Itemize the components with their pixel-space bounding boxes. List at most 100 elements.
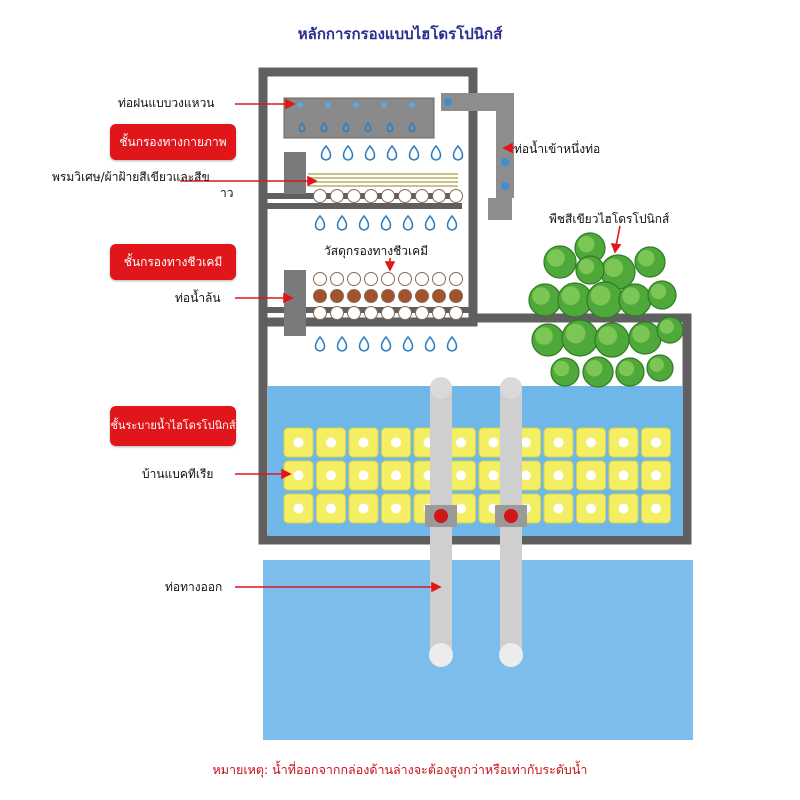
footnote: หมายเหตุ: น้ำที่ออกจากกล่องด้านล่างจะต้อ…: [212, 762, 588, 777]
water-drop: [402, 335, 414, 352]
cube-hole: [488, 437, 499, 448]
filter-ball: [398, 306, 412, 320]
water-drop: [424, 335, 436, 352]
diagram-title: หลักการกรองแบบไฮโดรโปนิกส์: [297, 25, 503, 43]
cube-hole: [488, 470, 499, 481]
filter-ball: [398, 289, 412, 303]
water-drop: [446, 335, 458, 352]
plant-leaf-highlight: [618, 360, 635, 377]
filter-ball: [415, 306, 429, 320]
label-biochem-media: วัสดุกรองทางชีวเคมี: [324, 244, 429, 258]
cube-hole: [293, 470, 304, 481]
filter-ball: [313, 189, 327, 203]
filter-ball: [381, 189, 395, 203]
water-drop: [452, 144, 464, 161]
water-drops-top: [298, 121, 464, 161]
filter-ball: [415, 272, 429, 286]
water-drop: [408, 121, 416, 133]
plant-leaf-highlight: [547, 249, 565, 267]
filter-ball: [449, 189, 463, 203]
cube-hole: [618, 437, 629, 448]
water-drop: [446, 214, 458, 231]
label-arrows: [180, 98, 622, 593]
water-drop: [320, 144, 332, 161]
filter-ball: [364, 289, 378, 303]
water-drop: [386, 121, 394, 133]
label-filter-cotton-line1: พรมวิเศษ/ผ้าฝ้ายสีเขียวและสีข: [52, 170, 210, 184]
water-drop: [358, 335, 370, 352]
cube-hole: [521, 437, 531, 448]
cube-hole: [651, 503, 661, 514]
cube-hole: [586, 437, 596, 448]
filter-ball: [313, 289, 327, 303]
cube-hole: [391, 437, 401, 448]
plant-leaf-highlight: [638, 250, 655, 267]
label-physical-layer: ชั้นกรองทางกายภาพ: [110, 124, 236, 160]
cube-hole: [456, 437, 466, 448]
label-spray-pipe: ท่อฝนแบบวงแหวน: [118, 96, 215, 110]
filter-ball: [449, 289, 463, 303]
water-drop: [380, 214, 392, 231]
plant-leaf-highlight: [622, 287, 640, 305]
water-drop: [342, 121, 350, 133]
spray-bar-holes: [297, 102, 415, 108]
filter-ball: [432, 289, 446, 303]
water-drops-bottom: [314, 335, 458, 352]
filter-ball: [330, 306, 344, 320]
water-drop: [380, 335, 392, 352]
plant-leaf-highlight: [578, 258, 595, 275]
filter-ball: [347, 306, 361, 320]
filter-ball: [330, 272, 344, 286]
cube-hole: [456, 503, 466, 514]
cube-hole: [293, 437, 304, 448]
spray-bar: [283, 97, 435, 139]
water-drop: [336, 214, 348, 231]
cube-hole: [326, 470, 336, 481]
water-drop: [298, 121, 306, 133]
water-drop: [364, 121, 372, 133]
label-overflow-pipe: ท่อน้ำล้น: [175, 291, 221, 305]
cube-hole: [326, 437, 336, 448]
water-drop: [430, 144, 442, 161]
filter-ball: [449, 272, 463, 286]
filter-ball: [449, 306, 463, 320]
cube-hole: [521, 470, 531, 481]
label-biochem-layer: ชั้นกรองทางชีวเคมี: [110, 244, 236, 280]
water-drop: [386, 144, 398, 161]
plant-leaf-highlight: [632, 325, 650, 343]
plant-leaf-highlight: [586, 360, 603, 377]
cube-hole: [651, 470, 661, 481]
cube-hole: [391, 470, 401, 481]
plant-leaf-highlight: [561, 286, 581, 306]
cube-hole: [651, 437, 661, 448]
hydroponic-plant: [528, 232, 684, 388]
filter-ball: [398, 189, 412, 203]
filter-ball: [432, 189, 446, 203]
water-drops-middle: [314, 214, 458, 231]
plant-leaf-highlight: [590, 285, 611, 306]
label-inlet-pipe: ท่อน้ำเข้าหนึ่งท่อ: [514, 142, 601, 156]
cube-hole: [326, 503, 336, 514]
cube-hole: [586, 470, 596, 481]
cube-hole: [293, 503, 304, 514]
lower-tank-frame: [258, 313, 692, 545]
water-drop: [408, 144, 420, 161]
plant-leaf-highlight: [649, 357, 664, 372]
label-filter-cotton-line2: าว: [220, 186, 234, 200]
filter-ball: [347, 289, 361, 303]
cube-hole: [358, 470, 369, 481]
plant-leaf-highlight: [553, 360, 570, 377]
filter-ball: [347, 189, 361, 203]
filter-ball: [381, 289, 395, 303]
label-hydro-plant: พืชสีเขียวไฮโดรโปนิกส์: [549, 212, 670, 226]
filter-ball: [364, 272, 378, 286]
label-outlet-pipe: ท่อทางออก: [165, 580, 223, 594]
plant-leaf-highlight: [532, 287, 550, 305]
water-drop: [336, 335, 348, 352]
cube-hole: [456, 470, 466, 481]
cube-hole: [553, 437, 564, 448]
filter-ball: [415, 289, 429, 303]
water-drop: [402, 214, 414, 231]
filter-ball: [330, 189, 344, 203]
